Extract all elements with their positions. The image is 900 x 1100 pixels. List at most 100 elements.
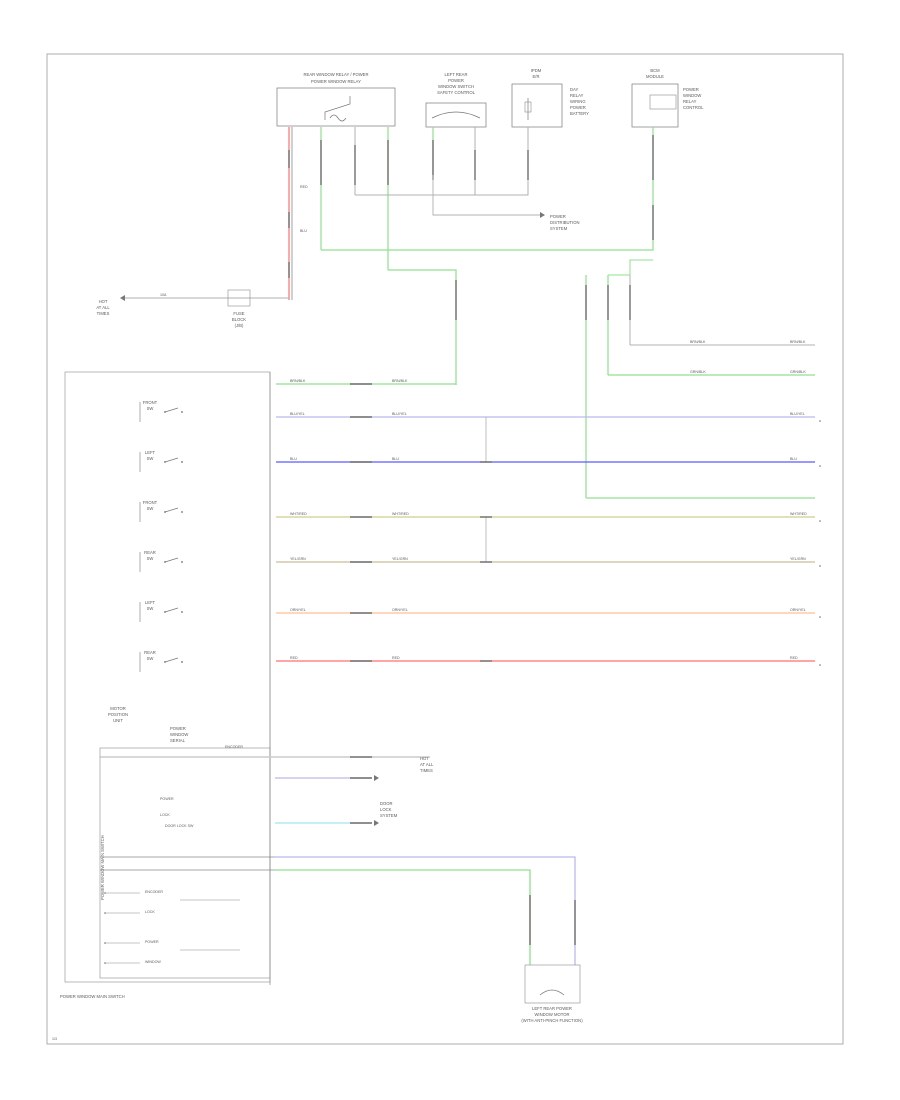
power-dist-label: POWER bbox=[550, 214, 566, 219]
terminal-dot bbox=[819, 420, 821, 422]
wire-label: BLU bbox=[300, 229, 307, 233]
door-lock-label: SYSTEM bbox=[380, 813, 398, 818]
left-rear-switch-label: SAFETY CONTROL bbox=[437, 90, 476, 95]
arrow-icon bbox=[120, 295, 125, 301]
switch-label: REAR bbox=[144, 650, 156, 655]
fuse-label: (J/B) bbox=[235, 323, 244, 328]
terminal-dot bbox=[819, 565, 821, 567]
gray-link-wire bbox=[355, 127, 476, 196]
switch-pivot bbox=[164, 411, 166, 413]
fuse-label: FUSE bbox=[233, 311, 244, 316]
wire-label: RED bbox=[300, 185, 308, 189]
switch-pivot bbox=[164, 611, 166, 613]
ipdm-inner-label: WIRING bbox=[570, 99, 586, 104]
power-dist-label: DISTRIBUTION bbox=[550, 220, 580, 225]
left-rear-motor-label: LEFT REAR POWER bbox=[532, 1006, 572, 1011]
switch-symbol bbox=[431, 111, 481, 119]
wire-label: WHT/RED bbox=[392, 512, 409, 516]
wire-label: ORN/YEL bbox=[790, 608, 806, 612]
hot-label: AT ALL bbox=[96, 305, 110, 310]
hot-label: TIMES bbox=[97, 311, 110, 316]
left-rear-switch-label: POWER bbox=[448, 78, 464, 83]
switch-label: REAR bbox=[144, 550, 156, 555]
diagram-frame bbox=[46, 53, 844, 1045]
green-down-wire bbox=[388, 269, 457, 385]
serial-label: POWER bbox=[170, 726, 186, 731]
switch-contact bbox=[164, 607, 179, 613]
ipdm-inner-label: RELAY bbox=[570, 93, 584, 98]
ipdm-label: E/R bbox=[533, 74, 540, 79]
switch-contact bbox=[164, 407, 179, 413]
door-lock-label: LOCK bbox=[380, 807, 392, 812]
switch-label: LEFT bbox=[145, 450, 156, 455]
fuse-rating: 10A bbox=[160, 293, 167, 297]
hot-label-2: TIMES bbox=[420, 768, 433, 773]
wire-label: YEL/GRN bbox=[290, 557, 306, 561]
terminal-dot bbox=[819, 616, 821, 618]
terminal-dot bbox=[104, 942, 106, 944]
switch-pivot bbox=[164, 561, 166, 563]
power-dist-label: SYSTEM bbox=[550, 226, 568, 231]
switch-label: SW bbox=[147, 406, 154, 411]
wire-label: YEL/GRN bbox=[392, 557, 408, 561]
wire-label: RED bbox=[790, 656, 798, 660]
arrow-icon bbox=[374, 775, 379, 781]
switch-terminal bbox=[181, 411, 183, 413]
motor-label: UNIT bbox=[113, 718, 123, 723]
terminal-dot bbox=[104, 912, 106, 914]
wire-label: BRN/BLK bbox=[392, 379, 408, 383]
label: LOCK bbox=[160, 813, 170, 817]
ipdm-inner-label: DAY bbox=[570, 87, 579, 92]
switch-label: SW bbox=[147, 556, 154, 561]
arrow-icon bbox=[374, 820, 379, 826]
switch-contact bbox=[164, 457, 179, 463]
terminal-dot bbox=[819, 664, 821, 666]
fuse-element bbox=[524, 101, 532, 113]
green-loop-wire bbox=[321, 127, 654, 251]
switch-terminal bbox=[181, 611, 183, 613]
serial-label: WINDOW bbox=[170, 732, 188, 737]
wire-label: WHT/RED bbox=[290, 512, 307, 516]
fuse-block-box bbox=[227, 289, 251, 307]
fuse-label: BLOCK bbox=[232, 317, 246, 322]
wire-label: BRN/BLK bbox=[790, 340, 806, 344]
hot-label: HOT bbox=[99, 299, 108, 304]
switch-label: LEFT bbox=[145, 600, 156, 605]
relay-coil bbox=[329, 114, 347, 122]
page-ref: 1/3 bbox=[52, 1037, 57, 1041]
ipdm-label: IPDM bbox=[531, 68, 542, 73]
wire-label: WHT/RED bbox=[790, 512, 807, 516]
switch-label: SW bbox=[147, 656, 154, 661]
rear-window-relay-box bbox=[276, 87, 396, 127]
switch-label: SW bbox=[147, 456, 154, 461]
arrow-icon bbox=[540, 212, 545, 218]
wire-label: BLU bbox=[290, 457, 297, 461]
left-rear-motor-label: (WITH ANTI-PINCH FUNCTION) bbox=[521, 1018, 583, 1023]
body-module-inner-box bbox=[649, 94, 677, 110]
main-switch-outline bbox=[64, 371, 271, 983]
label: DOOR LOCK SW bbox=[165, 824, 194, 828]
switch-terminal bbox=[181, 461, 183, 463]
label: POWER bbox=[160, 797, 174, 801]
wire-label: ORN/YEL bbox=[290, 608, 306, 612]
terminal-dot bbox=[819, 465, 821, 467]
body-module-label: BCM bbox=[650, 68, 660, 73]
terminal-dot bbox=[104, 892, 106, 894]
wire-label: YEL/GRN bbox=[790, 557, 806, 561]
bottom-switch-label: POWER bbox=[145, 940, 159, 944]
wire-label: RED bbox=[392, 656, 400, 660]
motor-label: MOTOR bbox=[110, 706, 126, 711]
switch-title-vertical: POWER WINDOW MAIN SWITCH bbox=[100, 835, 105, 900]
wire-label: BLU/YEL bbox=[790, 412, 805, 416]
wire-label: GRN/BLK bbox=[790, 370, 806, 374]
motor-symbol bbox=[539, 989, 565, 996]
encoder-label: ENCODER bbox=[225, 745, 243, 749]
green-top-link bbox=[608, 259, 653, 276]
bottom-switch-label: WINDOW bbox=[145, 960, 161, 964]
switch-contact bbox=[164, 557, 179, 563]
serial-label: SERIAL bbox=[170, 738, 186, 743]
relay-label: POWER WINDOW RELAY bbox=[311, 79, 361, 84]
switch-label: FRONT bbox=[143, 400, 158, 405]
switch-terminal bbox=[181, 661, 183, 663]
wire-label: ORN/YEL bbox=[392, 608, 408, 612]
